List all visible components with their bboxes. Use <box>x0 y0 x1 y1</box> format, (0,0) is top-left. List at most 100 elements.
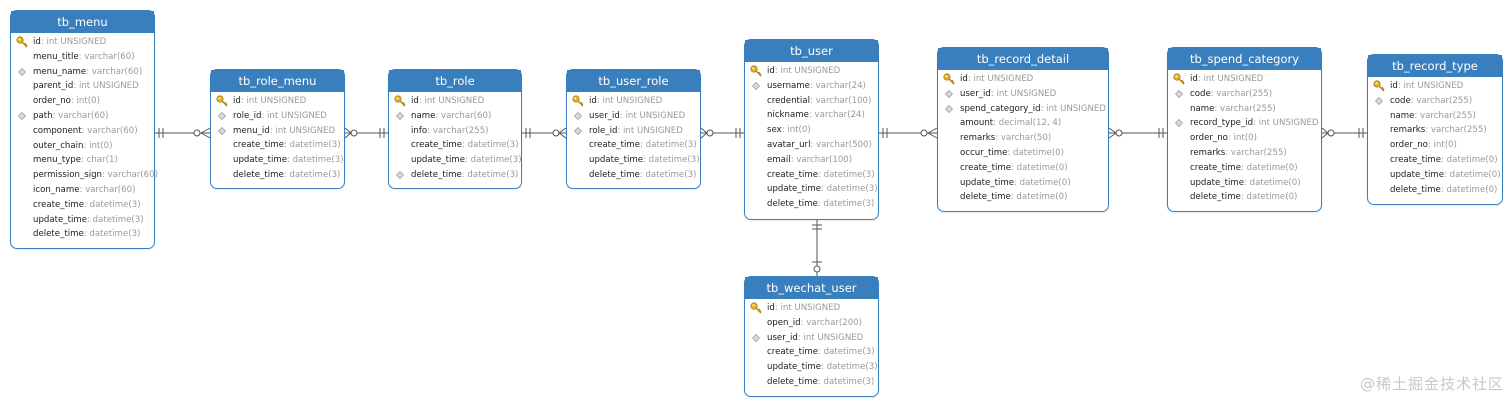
column-row[interactable]: nickname: varchar(24) <box>745 108 878 123</box>
table-header[interactable]: tb_record_type <box>1368 55 1502 77</box>
column-row[interactable]: id: int UNSIGNED <box>211 94 344 109</box>
column-row[interactable]: update_time: datetime(0) <box>1368 168 1502 183</box>
column-row[interactable]: component: varchar(60) <box>11 124 154 139</box>
column-row[interactable]: code: varchar(255) <box>1168 87 1321 102</box>
column-row[interactable]: menu_name: varchar(60) <box>11 65 154 80</box>
column-row[interactable]: parent_id: int UNSIGNED <box>11 79 154 94</box>
column-row[interactable]: id: int UNSIGNED <box>11 35 154 50</box>
column-row[interactable]: id: int UNSIGNED <box>745 301 878 316</box>
column-row[interactable]: id: int UNSIGNED <box>389 94 521 109</box>
column-row[interactable]: icon_name: varchar(60) <box>11 183 154 198</box>
column-row[interactable]: update_time: datetime(0) <box>938 176 1108 191</box>
column-row[interactable]: id: int UNSIGNED <box>1168 72 1321 87</box>
column-row[interactable]: name: varchar(255) <box>1168 102 1321 117</box>
column-row[interactable]: user_id: int UNSIGNED <box>567 109 700 124</box>
column-row[interactable]: permission_sign: varchar(60) <box>11 168 158 183</box>
column-type: : int UNSIGNED <box>73 81 139 92</box>
column-row[interactable]: delete_time: datetime(3) <box>745 375 878 390</box>
column-row[interactable]: update_time: datetime(3) <box>745 360 878 375</box>
column-row[interactable]: id: int UNSIGNED <box>745 64 878 79</box>
table-header[interactable]: tb_record_detail <box>938 48 1108 70</box>
column-row[interactable]: update_time: datetime(3) <box>11 213 154 228</box>
column-row[interactable]: path: varchar(60) <box>11 109 154 124</box>
column-row[interactable]: create_time: datetime(3) <box>11 198 154 213</box>
column-type: : varchar(60) <box>79 184 136 195</box>
column-row[interactable]: sex: int(0) <box>745 123 878 138</box>
table-header[interactable]: tb_user <box>745 40 878 62</box>
column-row[interactable]: open_id: varchar(200) <box>745 316 878 331</box>
column-row[interactable]: role_id: int UNSIGNED <box>211 109 344 124</box>
column-row[interactable]: menu_id: int UNSIGNED <box>211 124 344 139</box>
column-row[interactable]: delete_time: datetime(0) <box>938 190 1108 205</box>
column-row[interactable]: info: varchar(255) <box>389 124 521 139</box>
table-header[interactable]: tb_role <box>389 70 521 92</box>
column-name: name <box>411 110 436 121</box>
column-row[interactable]: create_time: datetime(3) <box>567 138 700 153</box>
column-row[interactable]: order_no: int(0) <box>11 94 154 109</box>
column-row[interactable]: update_time: datetime(3) <box>211 153 344 168</box>
column-name: code <box>1190 88 1211 99</box>
column-row[interactable]: update_time: datetime(0) <box>1168 176 1321 191</box>
column-row[interactable]: update_time: datetime(3) <box>567 153 700 168</box>
column-row[interactable]: occur_time: datetime(0) <box>938 146 1108 161</box>
table-header[interactable]: tb_role_menu <box>211 70 344 92</box>
column-row[interactable]: email: varchar(100) <box>745 153 878 168</box>
column-row[interactable]: delete_time: datetime(0) <box>1168 190 1321 205</box>
column-row[interactable]: create_time: datetime(3) <box>211 138 344 153</box>
column-row[interactable]: code: varchar(255) <box>1368 94 1502 109</box>
column-row[interactable]: delete_time: datetime(3) <box>745 197 878 212</box>
column-row[interactable]: create_time: datetime(3) <box>745 345 878 360</box>
table-header[interactable]: tb_wechat_user <box>745 277 878 299</box>
column-row[interactable]: id: int UNSIGNED <box>938 72 1108 87</box>
column-row[interactable]: order_no: int(0) <box>1168 131 1321 146</box>
column-row[interactable]: update_time: datetime(3) <box>745 182 878 197</box>
column-row[interactable]: create_time: datetime(3) <box>745 168 878 183</box>
column-row[interactable]: name: varchar(60) <box>389 109 521 124</box>
column-row[interactable]: create_time: datetime(3) <box>389 138 521 153</box>
column-row[interactable]: remarks: varchar(255) <box>1368 123 1502 138</box>
column-row[interactable]: user_id: int UNSIGNED <box>938 87 1108 102</box>
table-header[interactable]: tb_menu <box>11 11 154 33</box>
column-row[interactable]: spend_category_id: int UNSIGNED <box>938 102 1108 117</box>
column-row[interactable]: delete_time: datetime(3) <box>567 168 700 183</box>
column-row[interactable]: create_time: datetime(0) <box>1168 161 1321 176</box>
column-row[interactable]: order_no: int(0) <box>1368 138 1502 153</box>
column-row[interactable]: avatar_url: varchar(500) <box>745 138 878 153</box>
column-row[interactable]: remarks: varchar(255) <box>1168 146 1321 161</box>
column-row[interactable]: user_id: int UNSIGNED <box>745 331 878 346</box>
column-row[interactable]: menu_type: char(1) <box>11 153 154 168</box>
column-row[interactable]: record_type_id: int UNSIGNED <box>1168 116 1321 131</box>
column-row[interactable]: amount: decimal(12, 4) <box>938 116 1108 131</box>
column-row[interactable]: username: varchar(24) <box>745 79 878 94</box>
table-header[interactable]: tb_user_role <box>567 70 700 92</box>
table-header[interactable]: tb_spend_category <box>1168 48 1321 70</box>
column-row[interactable]: update_time: datetime(3) <box>389 153 522 168</box>
column-row[interactable]: delete_time: datetime(3) <box>211 168 344 183</box>
relationship-record-type-spend-category <box>1321 127 1367 139</box>
column-row[interactable]: credential: varchar(100) <box>745 94 878 109</box>
column-row[interactable]: delete_time: datetime(3) <box>11 227 154 242</box>
column-type: : varchar(255) <box>1214 103 1276 114</box>
column-row[interactable]: role_id: int UNSIGNED <box>567 124 700 139</box>
column-row[interactable]: delete_time: datetime(0) <box>1368 183 1502 198</box>
column-row[interactable]: name: varchar(255) <box>1368 109 1502 124</box>
column-row[interactable]: id: int UNSIGNED <box>1368 79 1502 94</box>
column-type: : varchar(255) <box>1210 88 1273 99</box>
column-row[interactable]: id: int UNSIGNED <box>567 94 700 109</box>
column-row[interactable]: menu_title: varchar(60) <box>11 50 154 65</box>
column-row[interactable]: create_time: datetime(0) <box>938 161 1108 176</box>
column-row[interactable]: delete_time: datetime(3) <box>389 168 521 183</box>
column-row[interactable]: create_time: datetime(0) <box>1368 153 1502 168</box>
column-row[interactable]: remarks: varchar(50) <box>938 131 1108 146</box>
column-row[interactable]: outer_chain: int(0) <box>11 139 154 154</box>
